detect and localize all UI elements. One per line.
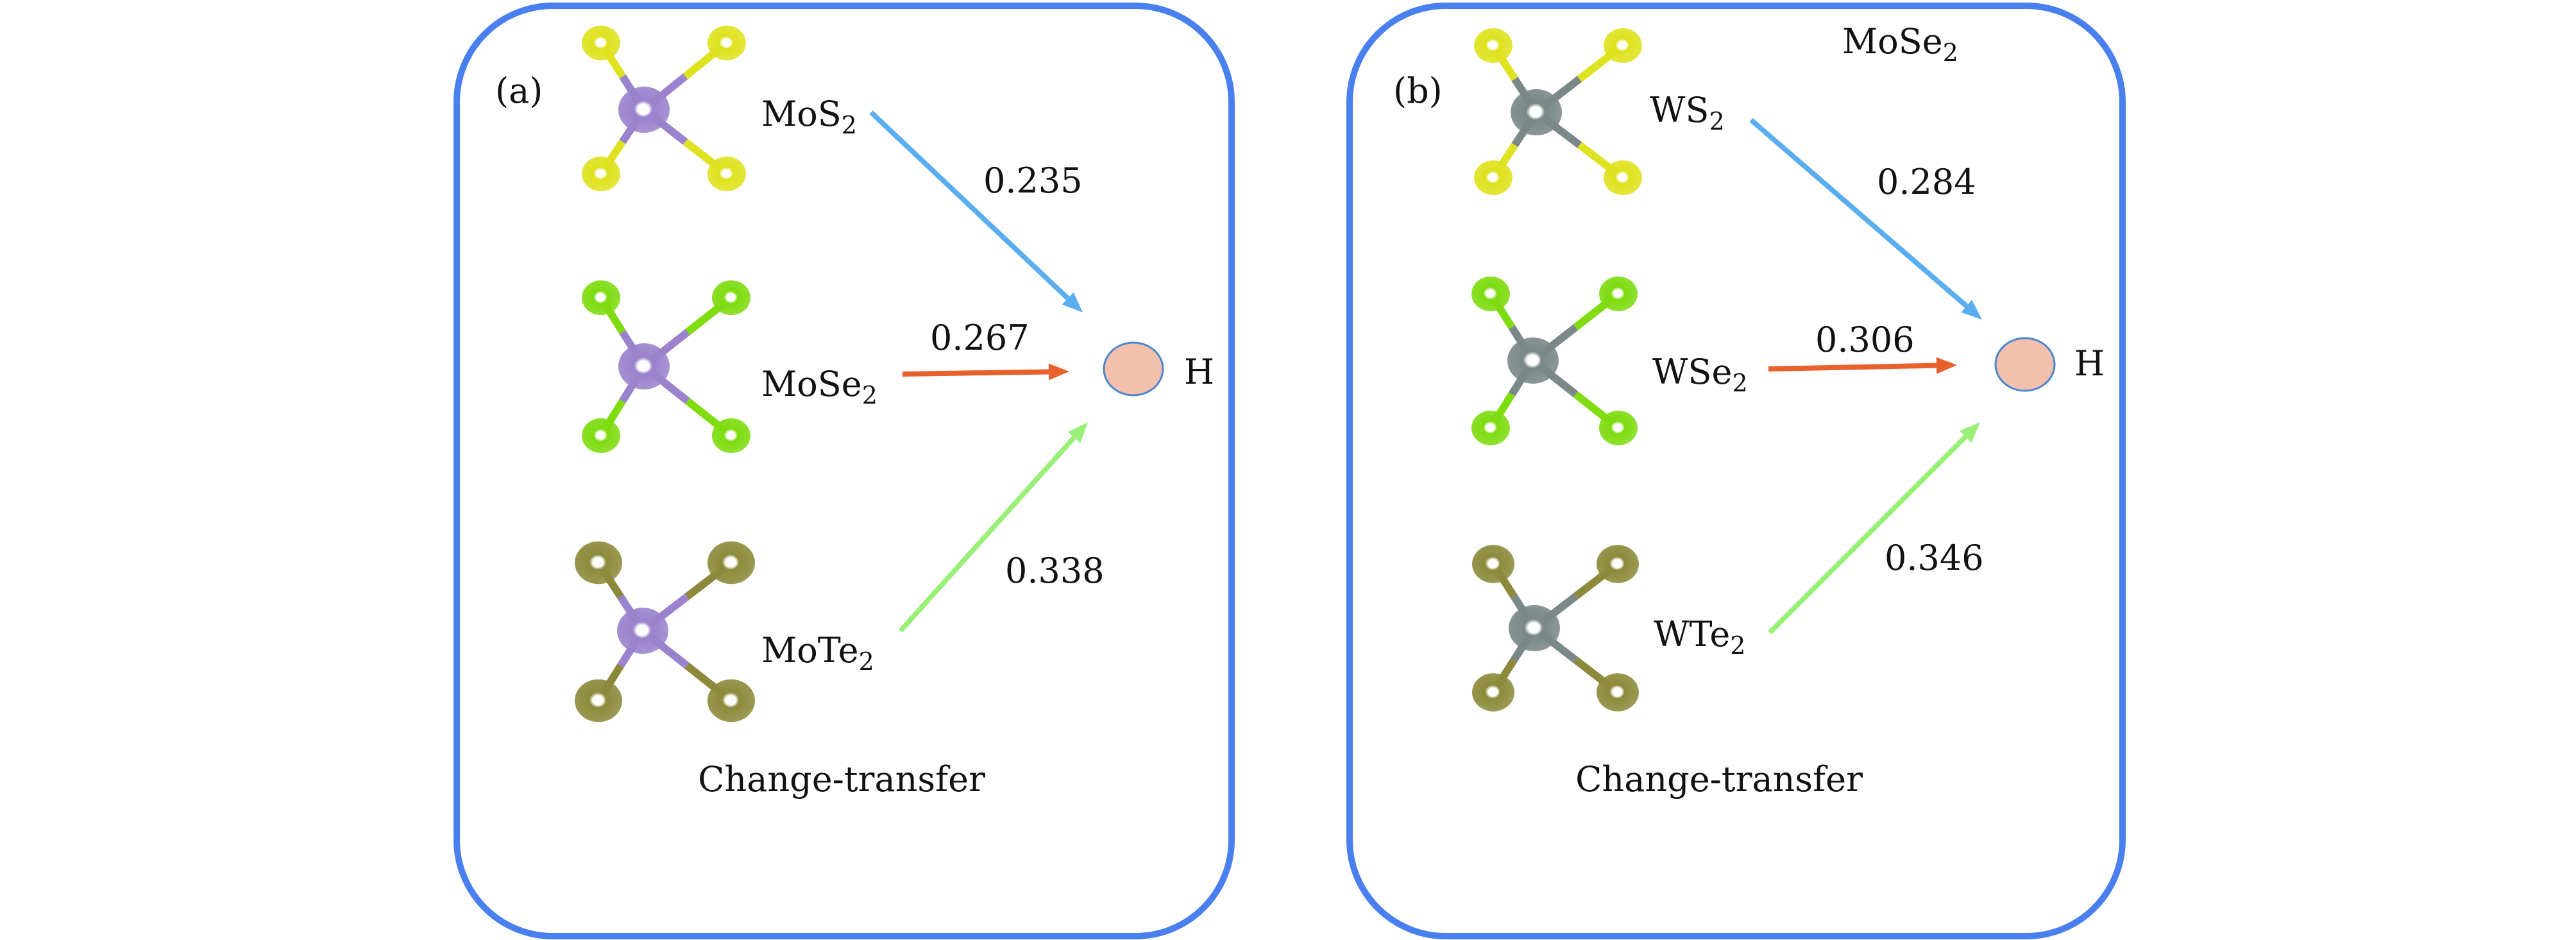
metal-atom bbox=[1507, 338, 1559, 384]
arrow-shaft bbox=[869, 110, 1070, 300]
chalcogen-atom bbox=[1597, 545, 1639, 583]
panel-a-arrows bbox=[869, 110, 1088, 633]
formula-wse2: WSe2 bbox=[1652, 352, 1748, 397]
chalcogen-atom bbox=[582, 280, 620, 315]
chalcogen-atom bbox=[1472, 673, 1514, 712]
arrow-shaft bbox=[899, 436, 1076, 633]
arrow-head bbox=[1960, 422, 1980, 443]
arrow-shaft bbox=[1768, 434, 1968, 635]
panel-b-tag: (b) bbox=[1393, 71, 1443, 111]
panel-a: (a) MoS2 MoSe2 MoTe2 0.235 0.267 0.338 H… bbox=[453, 3, 1235, 939]
value-mose2: 0.267 bbox=[930, 318, 1030, 358]
hydrogen-atom bbox=[1994, 337, 2056, 392]
panel-a-molecules bbox=[575, 26, 755, 722]
chalcogen-atom bbox=[1474, 160, 1513, 195]
chalcogen-atom bbox=[708, 541, 755, 585]
charge-transfer-arrow bbox=[1768, 357, 1957, 374]
chalcogen-atom bbox=[708, 26, 746, 60]
panel-b-top-note: MoSe2 bbox=[1842, 21, 1958, 67]
panel-a-frame bbox=[453, 3, 1235, 939]
charge-transfer-arrow bbox=[869, 110, 1083, 312]
panel-b-caption: Change-transfer bbox=[1575, 759, 1863, 799]
hydrogen-label: H bbox=[2074, 343, 2105, 384]
formula-mote2: MoTe2 bbox=[761, 630, 874, 676]
chalcogen-atom bbox=[712, 418, 750, 453]
value-wse2: 0.306 bbox=[1815, 320, 1915, 360]
chalcogen-atom bbox=[1604, 28, 1642, 63]
molecule-wse2 bbox=[1471, 277, 1638, 445]
value-ws2: 0.284 bbox=[1877, 162, 1976, 202]
value-wte2: 0.346 bbox=[1885, 538, 1984, 578]
chalcogen-atom bbox=[582, 418, 620, 453]
arrow-head bbox=[1062, 292, 1083, 312]
value-mote2: 0.338 bbox=[1005, 551, 1105, 591]
hydrogen-atom bbox=[1103, 341, 1164, 397]
molecule-mos2 bbox=[582, 26, 746, 191]
arrow-head bbox=[1067, 422, 1088, 443]
molecule-wte2 bbox=[1472, 545, 1639, 712]
formula-ws2: WS2 bbox=[1650, 90, 1725, 135]
metal-atom bbox=[618, 343, 670, 389]
panel-a-caption: Change-transfer bbox=[698, 759, 985, 799]
chalcogen-atom bbox=[1471, 411, 1510, 445]
chalcogen-atom bbox=[708, 157, 746, 191]
chalcogen-atom bbox=[575, 541, 622, 585]
panel-b-molecules bbox=[1471, 28, 1642, 712]
metal-atom bbox=[617, 608, 668, 654]
chalcogen-atom bbox=[708, 679, 755, 722]
chalcogen-atom bbox=[1474, 28, 1513, 63]
arrow-head bbox=[1936, 357, 1957, 374]
formula-wte2: WTe2 bbox=[1654, 614, 1745, 660]
charge-transfer-arrow bbox=[1749, 117, 1982, 320]
chalcogen-atom bbox=[582, 26, 620, 60]
chalcogen-atom bbox=[582, 157, 620, 191]
molecule-mose2 bbox=[582, 280, 750, 453]
panel-a-tag: (a) bbox=[495, 71, 543, 111]
panel-b-arrows bbox=[1749, 117, 1982, 635]
arrow-head bbox=[1961, 300, 1982, 320]
value-mos2: 0.235 bbox=[983, 160, 1083, 201]
panel-b: (b) MoSe2 WS2 WSe2 WTe2 0.284 0.306 0.34… bbox=[1346, 3, 2126, 939]
chalcogen-atom bbox=[1604, 160, 1642, 195]
chalcogen-atom bbox=[1599, 277, 1638, 311]
chalcogen-atom bbox=[1471, 277, 1510, 311]
molecule-mote2 bbox=[575, 541, 755, 722]
metal-atom bbox=[1511, 89, 1562, 135]
formula-mose2: MoSe2 bbox=[761, 364, 877, 409]
chalcogen-atom bbox=[1597, 673, 1639, 712]
arrow-shaft bbox=[1768, 363, 1937, 372]
chalcogen-atom bbox=[1472, 545, 1514, 583]
molecule-ws2 bbox=[1474, 28, 1642, 195]
charge-transfer-arrow bbox=[1768, 422, 1980, 635]
chalcogen-atom bbox=[1599, 411, 1638, 445]
formula-mos2: MoS2 bbox=[761, 94, 857, 139]
arrow-head bbox=[1048, 363, 1069, 380]
charge-transfer-arrow bbox=[899, 422, 1088, 633]
arrow-shaft bbox=[902, 369, 1049, 377]
chalcogen-atom bbox=[575, 679, 622, 722]
metal-atom bbox=[1509, 605, 1560, 651]
metal-atom bbox=[618, 87, 670, 133]
arrow-shaft bbox=[1749, 117, 1969, 309]
charge-transfer-arrow bbox=[902, 363, 1069, 380]
hydrogen-label: H bbox=[1184, 352, 1214, 392]
chalcogen-atom bbox=[712, 280, 750, 315]
panel-b-frame bbox=[1346, 3, 2126, 939]
